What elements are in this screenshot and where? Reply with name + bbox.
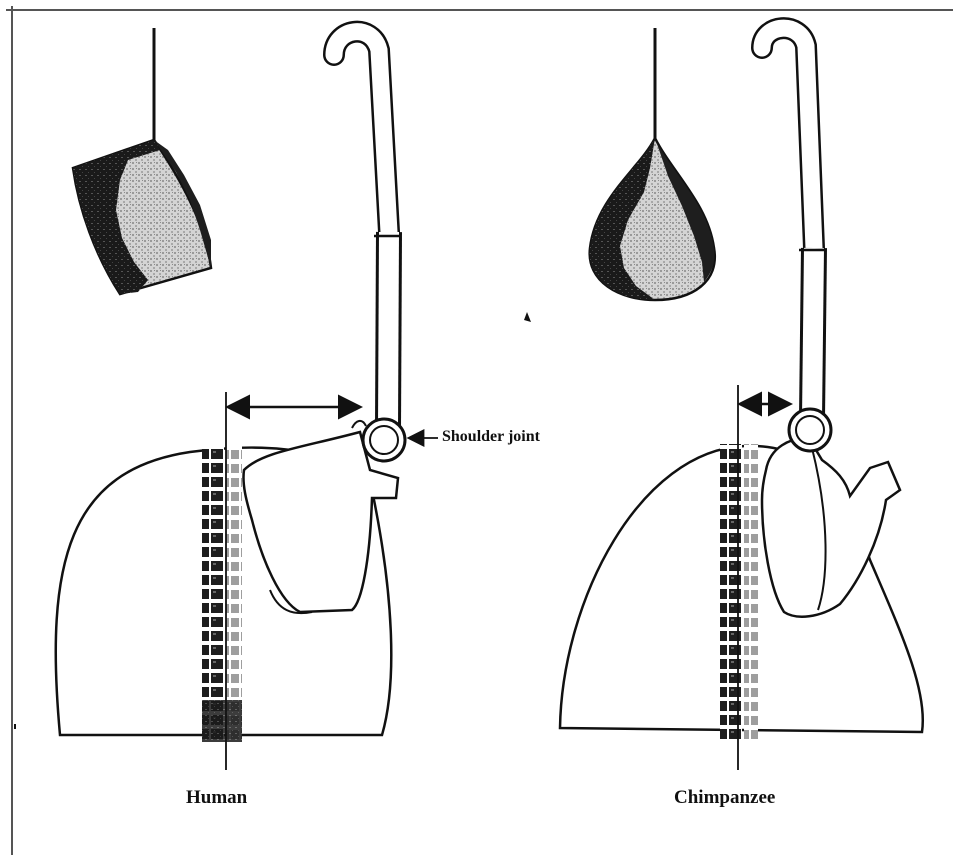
human-arm bbox=[334, 32, 400, 428]
chimpanzee-scapula-section bbox=[590, 28, 715, 300]
human-spine bbox=[202, 446, 242, 742]
chimpanzee-caption: Chimpanzee bbox=[674, 787, 775, 809]
human-diagram bbox=[56, 28, 438, 770]
shoulder-joint-label: Shoulder joint bbox=[442, 428, 540, 446]
human-caption: Human bbox=[186, 787, 247, 809]
chimpanzee-arm bbox=[762, 28, 825, 418]
chimpanzee-diagram bbox=[560, 28, 923, 770]
chimpanzee-spine bbox=[720, 444, 758, 742]
chimpanzee-shoulder-joint bbox=[789, 409, 831, 451]
human-scapula-section bbox=[73, 28, 211, 294]
